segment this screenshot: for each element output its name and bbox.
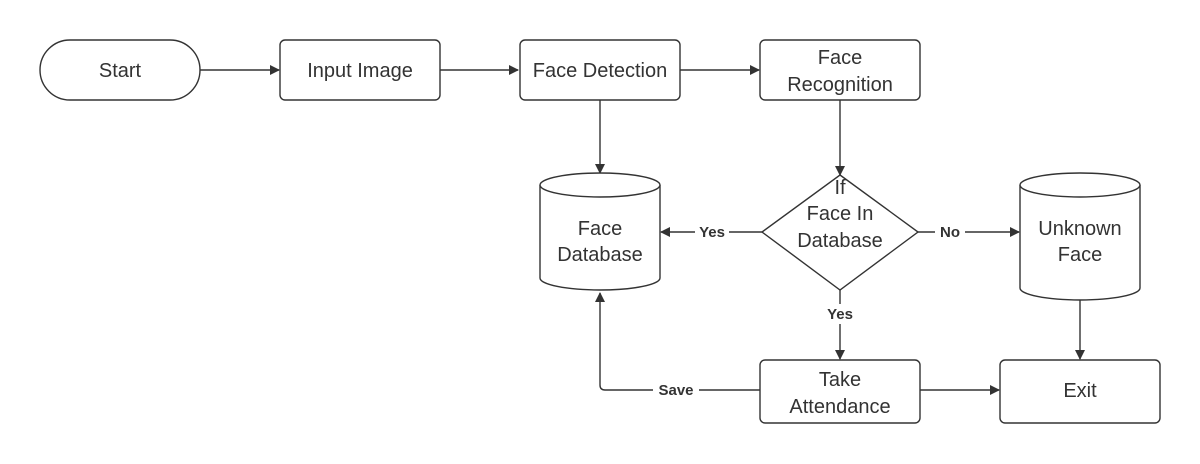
decision-label-line3: Database — [797, 230, 883, 252]
start-node[interactable]: Start — [39, 39, 201, 101]
exit-label: Exit — [1063, 380, 1097, 402]
edge-labels: Yes No Yes Save — [653, 222, 965, 400]
face-detection-node[interactable]: Face Detection — [519, 39, 681, 101]
unknown-face-label-line2: Face — [1058, 244, 1102, 266]
input-image-label: Input Image — [307, 60, 413, 82]
face-database-label-line1: Face — [578, 218, 622, 240]
start-label: Start — [99, 60, 142, 82]
edge-label-yes-down: Yes — [827, 306, 853, 323]
decision-label-line2: Face In — [807, 203, 874, 225]
unknown-face-node[interactable]: Unknown Face — [1019, 172, 1141, 301]
input-image-node[interactable]: Input Image — [279, 39, 441, 101]
take-attendance-label-line1: Take — [819, 369, 861, 391]
face-database-label-line2: Database — [557, 244, 643, 266]
face-recognition-label-line2: Recognition — [787, 74, 893, 96]
edge-label-save: Save — [658, 382, 693, 399]
unknown-face-label-line1: Unknown — [1038, 218, 1121, 240]
edge-attendance-to-database — [595, 292, 760, 391]
face-detection-label: Face Detection — [533, 60, 668, 82]
take-attendance-node[interactable]: Take Attendance — [759, 359, 921, 424]
face-recognition-label-line1: Face — [818, 47, 862, 69]
take-attendance-label-line2: Attendance — [789, 396, 890, 418]
face-recognition-node[interactable]: Face Recognition — [759, 39, 921, 101]
face-database-node[interactable]: Face Database — [539, 172, 661, 291]
edge-label-yes-left: Yes — [699, 224, 725, 241]
decision-label-line1: If — [834, 177, 846, 199]
exit-node[interactable]: Exit — [999, 359, 1161, 424]
edge-label-no: No — [940, 224, 960, 241]
decision-node[interactable]: If Face In Database — [760, 174, 920, 291]
